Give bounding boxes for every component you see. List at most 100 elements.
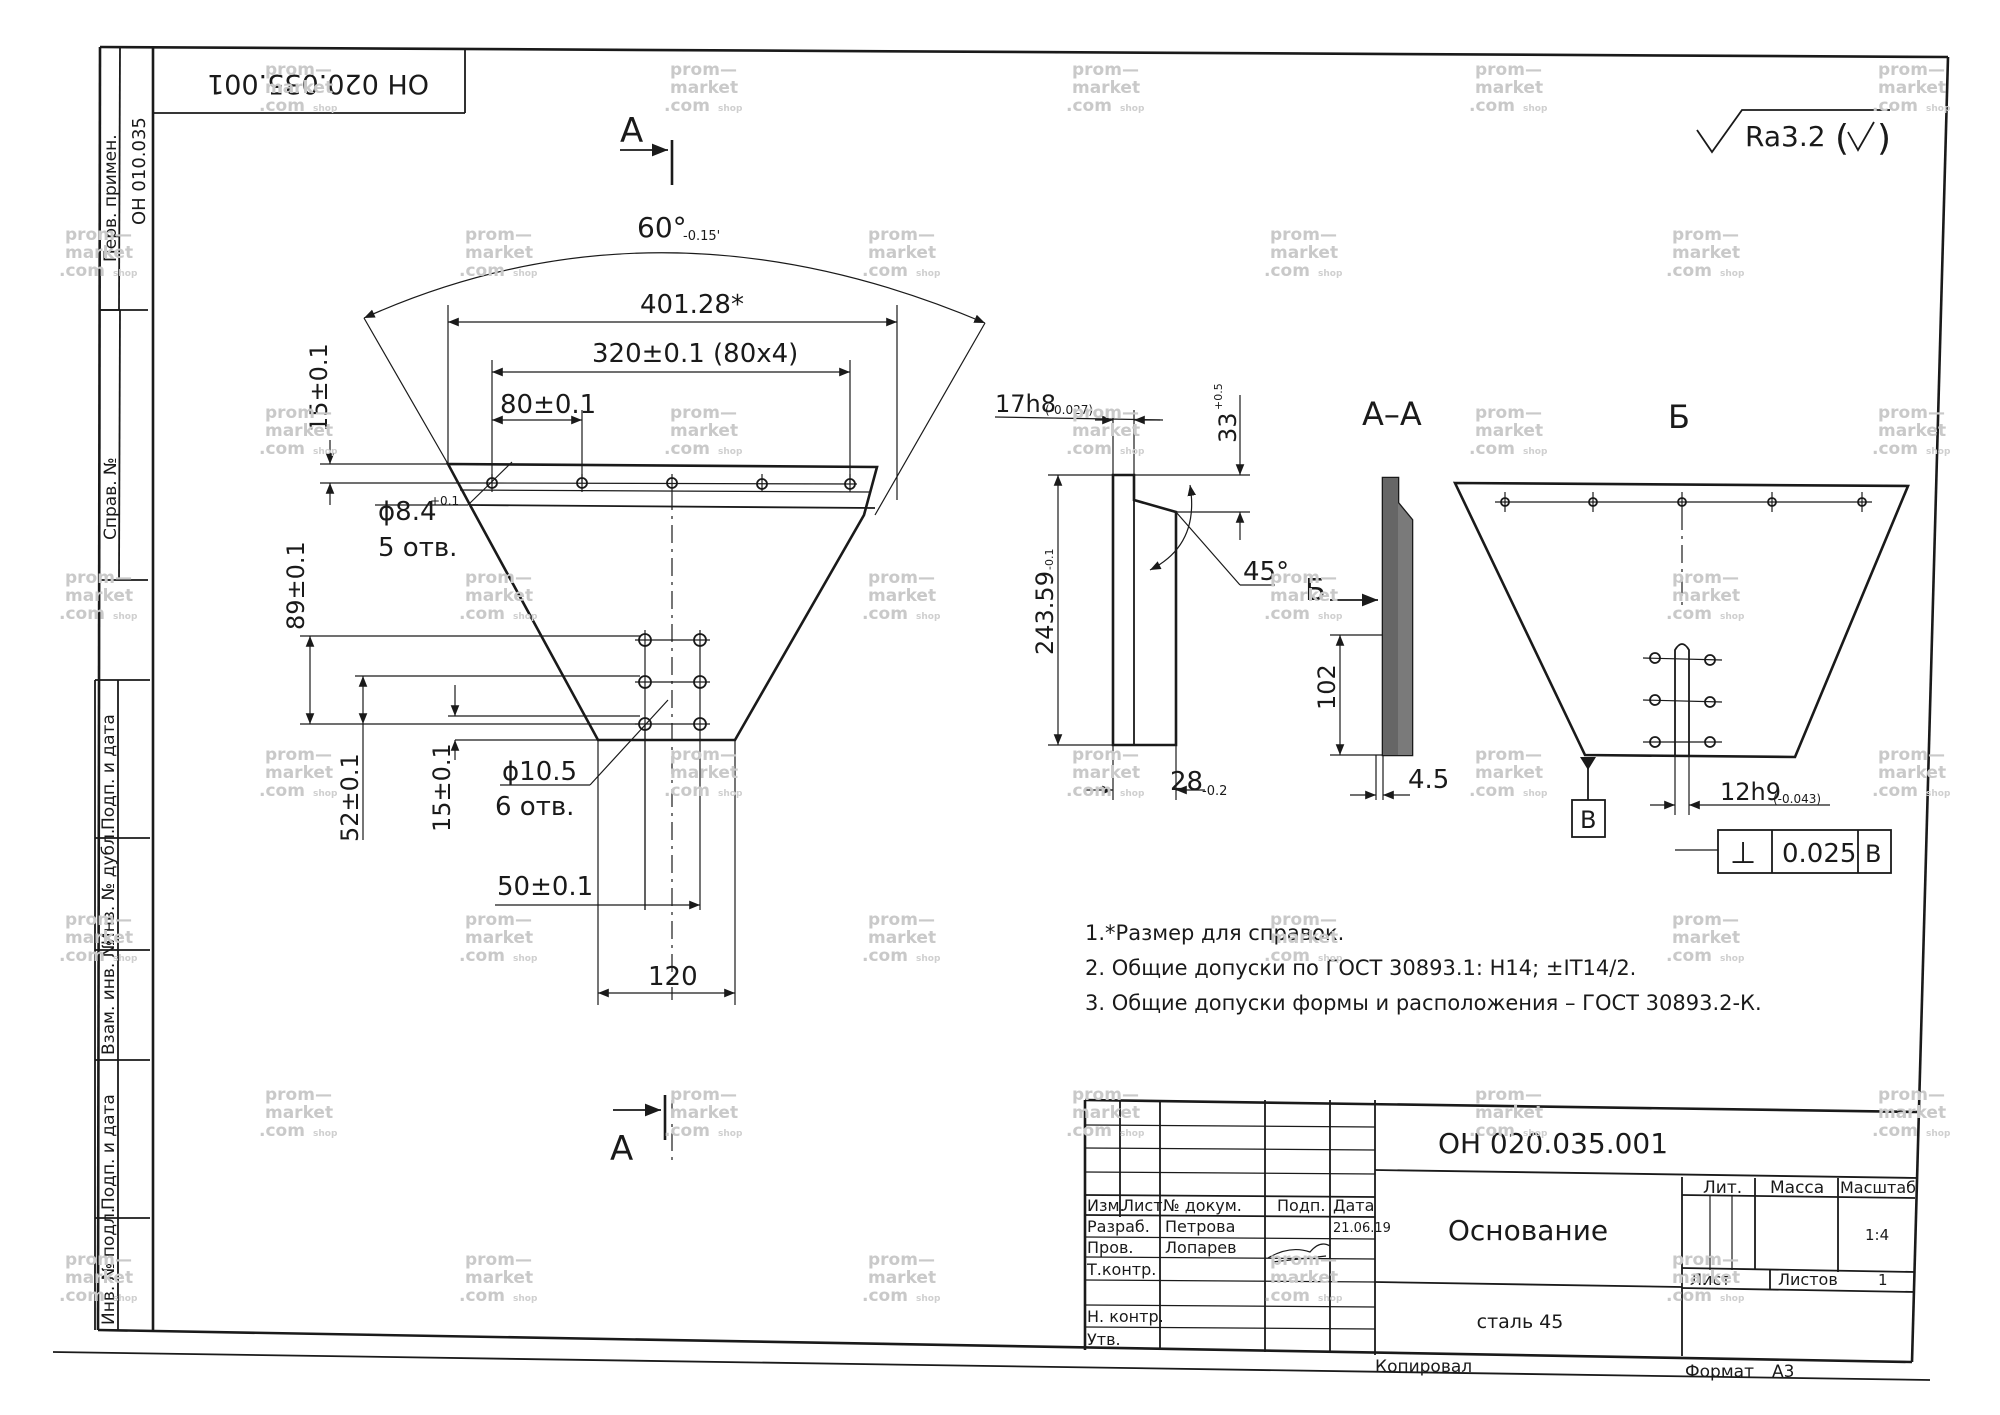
side-base-width: 28 [1170,767,1203,797]
watermark-text: prom— [1878,1085,1945,1105]
side-height-tol: -0.1 [1043,549,1056,570]
signature [1267,1243,1331,1263]
watermark-text: prom— [1072,745,1139,765]
watermark-text: market [670,1103,738,1123]
big-hole-dia: ϕ10.5 [502,757,577,787]
watermark-text: prom— [465,225,532,245]
angle-60: 60° [637,211,687,244]
section-aa-102: 102 [1313,664,1341,710]
watermark-text: prom— [65,910,132,930]
perp-symbol: ⊥ [1730,836,1756,871]
watermark-text: .com [1469,1121,1515,1141]
section-aa-title: А–А [1362,395,1422,433]
watermark-text: prom— [670,1085,737,1105]
watermark-shop-text: shop [513,269,538,279]
watermark-text: market [65,928,133,948]
watermark-text: .com [259,439,305,459]
watermark-text: market [1672,243,1740,263]
watermark-text: market [868,586,936,606]
watermark-shop-text: shop [1720,269,1745,279]
sprav-label: Справ. № [101,457,121,540]
watermark-text: market [1878,763,1946,783]
watermark-text: market [65,243,133,263]
view-b-top-holes [1495,492,1872,512]
watermark-text: .com [459,1286,505,1306]
watermark-text: market [1475,763,1543,783]
view-b-title: Б [1668,398,1690,436]
watermark-text: .com [59,946,105,966]
watermark-shop-text: shop [313,789,338,799]
watermark-text: prom— [868,910,935,930]
tb-row-nkontr: Н. контр. [1087,1307,1164,1326]
watermark-text: prom— [1672,568,1739,588]
watermark-text: prom— [670,60,737,80]
watermark-shop-text: shop [718,104,743,114]
tb-masshtab-label: Масштаб [1840,1178,1916,1197]
side-thickness-tol: (-0.027) [1045,403,1093,417]
roughness-value: Ra3.2 [1745,120,1826,153]
watermark-text: .com [459,261,505,281]
watermark-text: market [1270,243,1338,263]
watermark-text: market [1878,78,1946,98]
watermark-shop-text: shop [1720,612,1745,622]
watermark-shop-text: shop [1120,104,1145,114]
watermark-text: .com [459,946,505,966]
view-b-slot-tol: (-0.043) [1773,792,1821,806]
watermark-text: .com [862,946,908,966]
watermark-text: .com [1666,946,1712,966]
watermark-text: .com [1872,439,1918,459]
watermark-text: prom— [265,745,332,765]
watermark-text: .com [1264,261,1310,281]
roughness-mark: Ra3.2 ( ) [1696,109,1891,159]
watermark-text: market [265,1103,333,1123]
title-block: ОН 020.035.001 Основание сталь 45 Изм. Л… [1083,1098,1921,1382]
tb-row-prov: Пров. [1087,1238,1134,1257]
watermark-text: market [868,928,936,948]
watermark-text: prom— [465,910,532,930]
watermark-text: market [1672,928,1740,948]
watermark-shop-text: shop [313,104,338,114]
view-b-lower-holes [1642,652,1723,748]
watermark-text: market [265,78,333,98]
tb-razrab-name: Петрова [1165,1217,1235,1236]
watermark-shop-text: shop [1120,447,1145,457]
watermark-shop-text: shop [513,612,538,622]
tb-listov-value: 1 [1878,1271,1888,1289]
podp-data-label-1: Подп. и дата [99,714,119,830]
tb-list-label: Лист [1690,1270,1731,1289]
watermark-text: market [1672,1268,1740,1288]
watermark-shop-text: shop [1926,104,1951,114]
watermark-text: .com [59,1286,105,1306]
watermark-text: .com [1666,261,1712,281]
inv-podl-label: Инв. № подл. [99,1208,119,1325]
sheet-frame [52,45,1950,1381]
watermark-text: prom— [1270,1250,1337,1270]
watermark-text: .com [259,1121,305,1141]
watermark-text: .com [1264,1286,1310,1306]
watermark-text: .com [1469,96,1515,116]
corner-designation: ОН 020.035.001 [207,68,429,99]
watermark-text: .com [1666,604,1712,624]
watermark-text: prom— [1672,1250,1739,1270]
tb-row-utv: Утв. [1087,1330,1121,1349]
watermark-text: .com [1469,781,1515,801]
datum-label: В [1580,806,1596,834]
watermark-text: market [1270,1268,1338,1288]
watermark-text: market [465,586,533,606]
watermark-shop-text: shop [1318,954,1343,964]
small-hole-count: 5 отв. [378,533,457,563]
watermark-text: market [1270,586,1338,606]
watermark-text: market [1878,1103,1946,1123]
